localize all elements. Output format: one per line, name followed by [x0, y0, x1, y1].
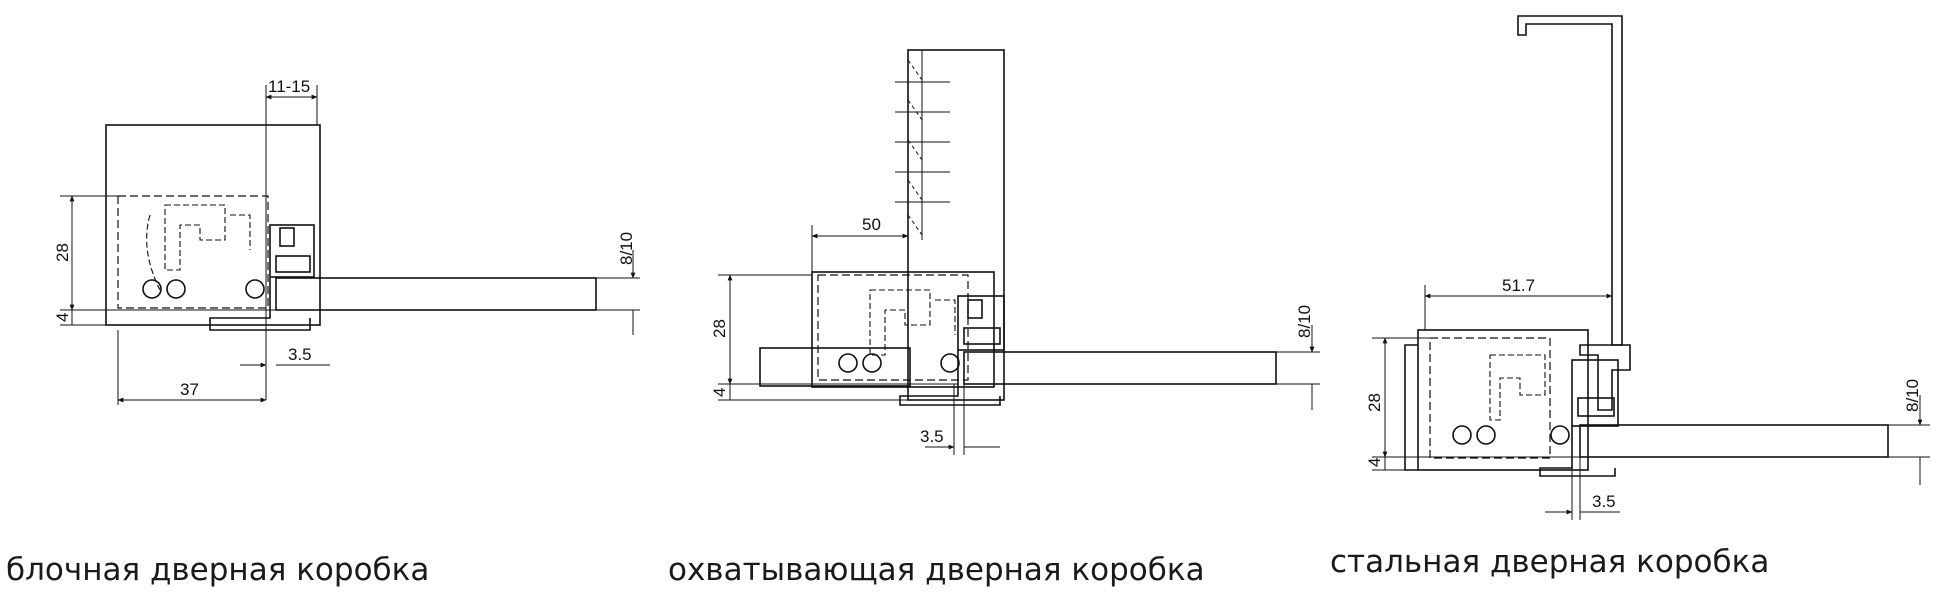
hinge-body	[817, 274, 969, 381]
dim-28: 28	[710, 319, 729, 338]
dim-4: 4	[710, 388, 729, 397]
hinge-pivot	[1452, 425, 1472, 445]
hinge-pivot	[166, 279, 186, 299]
dim-thickness: 8/10	[617, 232, 636, 265]
door-leaf	[963, 351, 1277, 385]
hinge-pivot	[142, 279, 162, 299]
wall-block	[1417, 329, 1589, 471]
diagram-block-frame	[60, 85, 640, 405]
dim-gap: 3.5	[920, 427, 944, 446]
hinge-body	[117, 195, 269, 309]
hinge-pivot	[838, 353, 858, 373]
hinge-mechanism	[869, 289, 956, 356]
hinge-pivot	[1550, 425, 1570, 445]
dim-gap: 3.5	[1592, 492, 1616, 511]
dim-top: 50	[862, 215, 881, 234]
hinge-leaf	[269, 224, 315, 278]
hinge-leaf	[1571, 359, 1619, 427]
dim-top: 11-15	[268, 77, 310, 96]
dim-thickness: 8/10	[1295, 305, 1314, 338]
diagram-steel-frame	[1372, 15, 1930, 520]
frame-profile	[907, 49, 1005, 401]
hinge-pivot	[862, 353, 882, 373]
caption-steel-frame: стальная дверная коробка	[1330, 544, 1770, 580]
hinge-pivot	[1476, 425, 1496, 445]
door-leaf	[275, 277, 597, 311]
dim-28: 28	[1365, 393, 1384, 412]
hinge-pivot	[940, 353, 960, 373]
caption-wraparound-frame: охватывающая дверная коробка	[668, 552, 1205, 588]
hinge-mechanism	[146, 204, 251, 291]
dim-4: 4	[1365, 458, 1384, 467]
hinge-pivot	[245, 279, 265, 299]
dim-28: 28	[53, 243, 72, 262]
dim-top: 51.7	[1502, 276, 1535, 295]
wall-block	[105, 124, 321, 326]
diagram-wraparound-frame	[718, 49, 1320, 455]
hinge-leaf	[957, 295, 1005, 351]
hinge-body	[1429, 337, 1551, 459]
caption-block-frame: блочная дверная коробка	[6, 552, 430, 588]
dim-thickness: 8/10	[1903, 379, 1922, 412]
wall-block	[811, 271, 995, 388]
door-leaf	[1579, 424, 1889, 458]
hinge-mechanism	[1489, 354, 1546, 421]
dim-width: 37	[180, 380, 199, 399]
dim-4: 4	[53, 313, 72, 322]
dim-gap: 3.5	[288, 345, 312, 364]
